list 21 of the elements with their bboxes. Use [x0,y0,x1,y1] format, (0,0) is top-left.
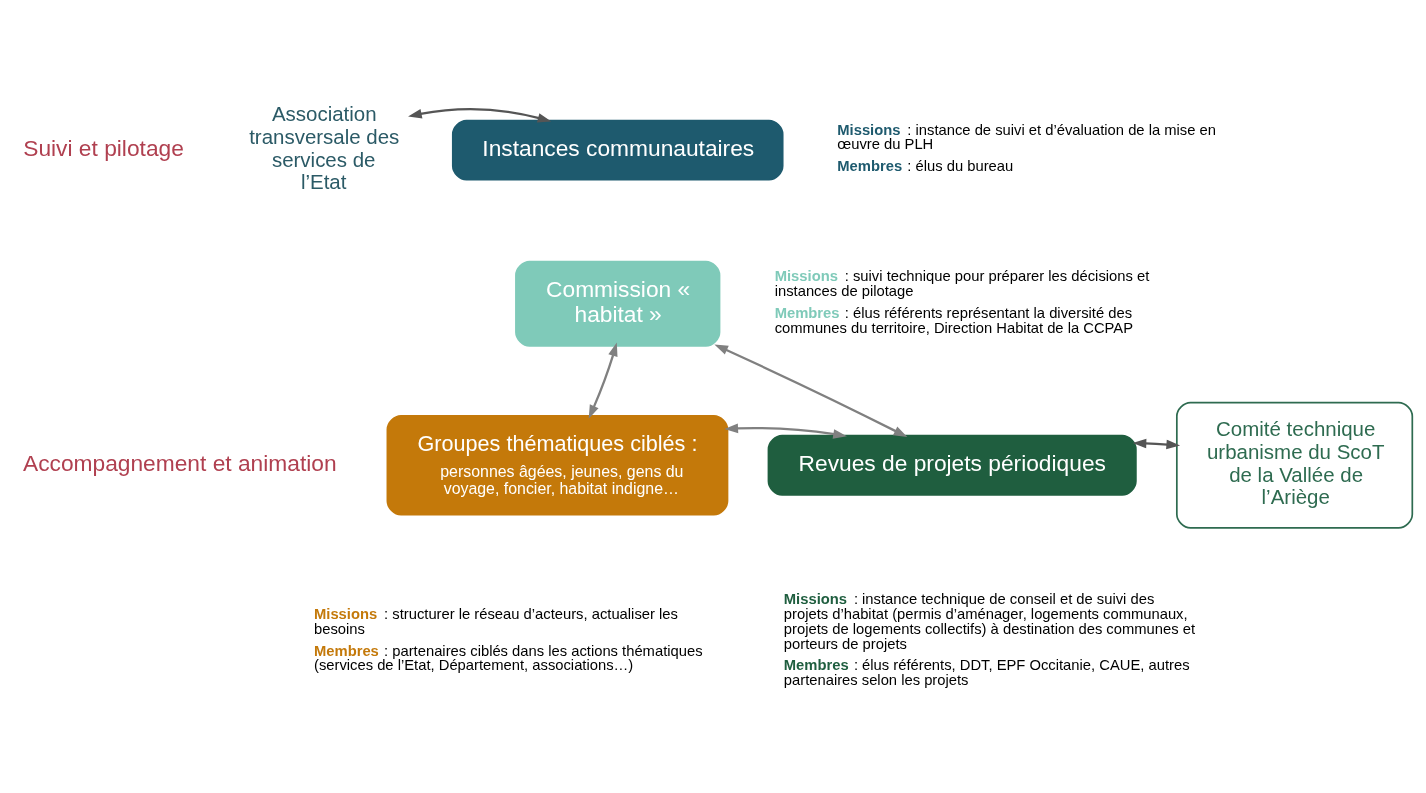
node-box: Instances communautaires [451,119,784,181]
node-label: Membres : partenaires ciblés dans les actions thématiques (services de l’Etat, Département, associations…) [314,642,703,673]
label: Suivi et pilotage [23,134,184,161]
arrow [408,107,552,122]
label: Accompagnement et animation [22,449,337,476]
node-label: Membres : élus référents, DDT, EPF Occitanie, CAUE, autres partenaires selon les projets [783,656,1190,688]
arrow [1132,438,1181,449]
node-label: Missions : instance technique de conseil et de suivi des projets d’habitat (permis d’aménager, logements communaux, projets de logements collectifs) à destination des communes et porteurs de projets [783,590,1196,652]
arrow [588,342,618,419]
node-label: Membres : élus référents représentant la diversité des communes du territoire, Direction Habitat de la CCPAP [774,304,1134,336]
node-text: Association transversale des services de l’Etat [249,101,400,193]
arrow [724,423,847,439]
node-box: Commission « habitat » [515,260,721,347]
arrow [714,343,908,437]
node-box: Comité technique urbanisme du ScoT de la Vallée de l’Ariège [1175,401,1414,529]
node-box: Revues de projets périodiques [767,434,1137,496]
node-label: Missions : suivi technique pour préparer les décisions et instances de pilotage [774,267,1150,299]
node-box: Groupes thématiques ciblés : personnes âgées, jeunes, gens du voyage, foncier, habitat indigne… [386,414,729,516]
node-label: Membres : élus du bureau [837,157,1014,174]
node-label: Missions : structurer le réseau d’acteurs, actualiser les besoins [314,605,678,637]
node-label: Missions : instance de suivi et d’évaluation de la mise en œuvre du PLH [837,121,1216,152]
